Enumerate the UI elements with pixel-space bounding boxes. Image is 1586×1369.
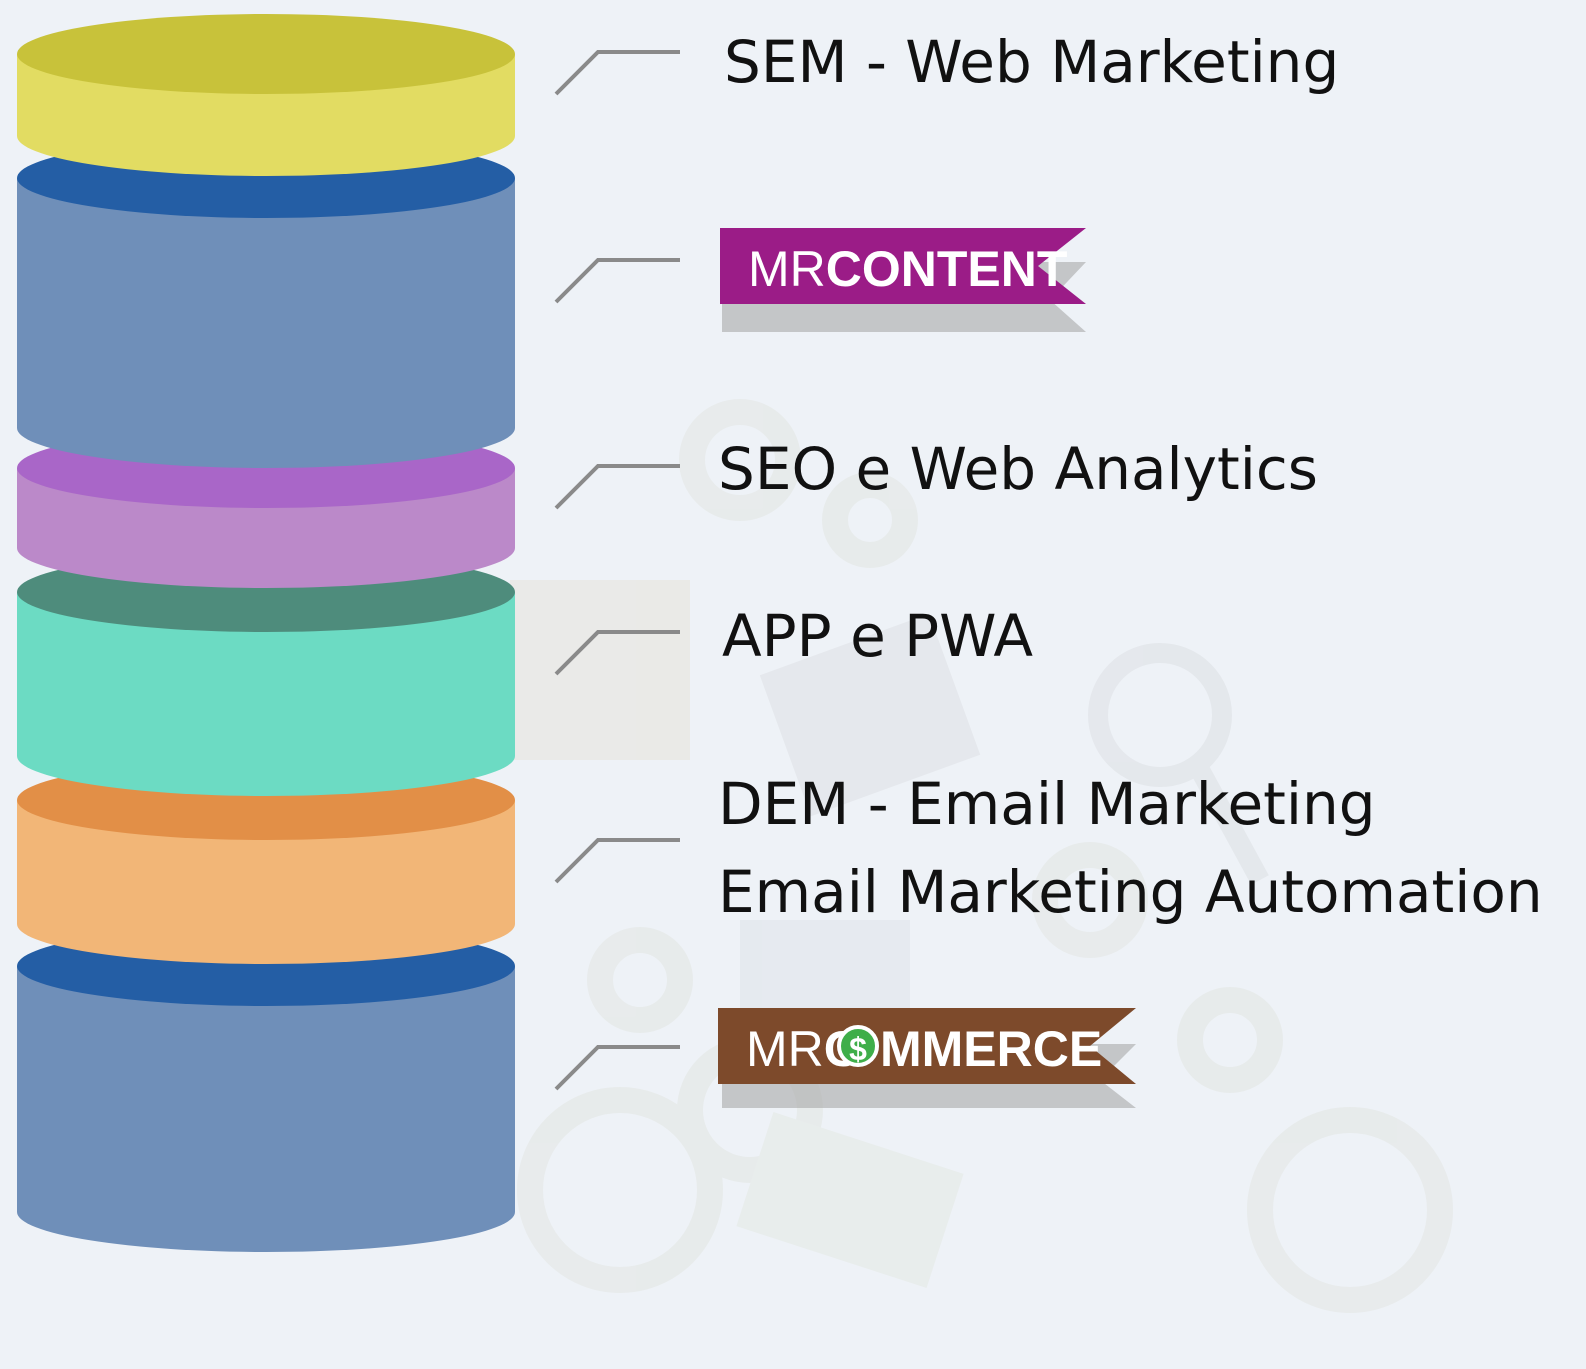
- cylinder-side: [17, 800, 515, 964]
- cylinder-stack: [17, 14, 515, 1252]
- label-seo: SEO e Web Analytics: [718, 435, 1318, 503]
- mrcommerce-name-end: MMERCE: [880, 1021, 1102, 1077]
- label-dem: DEM - Email Marketing Email Marketing Au…: [718, 760, 1543, 936]
- magnifier-icon: [1088, 643, 1269, 885]
- paper-icon: [510, 580, 690, 760]
- banknote-icon: [736, 1112, 964, 1288]
- mrcontent-prefix: MR: [748, 241, 826, 297]
- label-sem: SEM - Web Marketing: [724, 28, 1340, 96]
- connector-line-6: [554, 1045, 680, 1091]
- label-dem-line2: Email Marketing Automation: [718, 858, 1543, 926]
- cylinder-top: [17, 14, 515, 94]
- mrcommerce-badge: MRC $ MMERCE: [718, 1008, 1136, 1108]
- dollar-coin-icon: [837, 1025, 879, 1067]
- dollar-symbol: $: [849, 1031, 867, 1067]
- mrcontent-badge-ribbon: [720, 228, 1086, 304]
- mrcommerce-badge-ribbon: [718, 1008, 1136, 1084]
- cylinder-layer-4: [17, 552, 515, 796]
- connector-line-4: [554, 630, 680, 676]
- connector-line-1: [554, 50, 680, 96]
- mrcontent-name: CONTENT: [826, 241, 1068, 297]
- background-illustration: [510, 399, 1453, 1313]
- cylinder-side: [17, 966, 515, 1252]
- connector-lines: [554, 50, 680, 1091]
- mrcontent-badge: MRCONTENT: [720, 228, 1086, 332]
- connector-line-5: [554, 838, 680, 884]
- cylinder-layer-2: [17, 138, 515, 468]
- connector-line-2: [554, 258, 680, 304]
- document-icon: [759, 613, 981, 817]
- cylinder-side: [17, 592, 515, 796]
- cylinder-layer-1: [17, 14, 515, 176]
- mrcontent-badge-text: MRCONTENT: [748, 241, 1067, 297]
- gear-icon: [517, 399, 1453, 1313]
- cylinder-layer-6: [17, 926, 515, 1252]
- cylinder-side: [17, 178, 515, 468]
- connector-line-3: [554, 464, 680, 510]
- label-app: APP e PWA: [722, 602, 1034, 670]
- mrcommerce-prefix: MR: [746, 1021, 824, 1077]
- label-dem-line1: DEM - Email Marketing: [718, 770, 1376, 838]
